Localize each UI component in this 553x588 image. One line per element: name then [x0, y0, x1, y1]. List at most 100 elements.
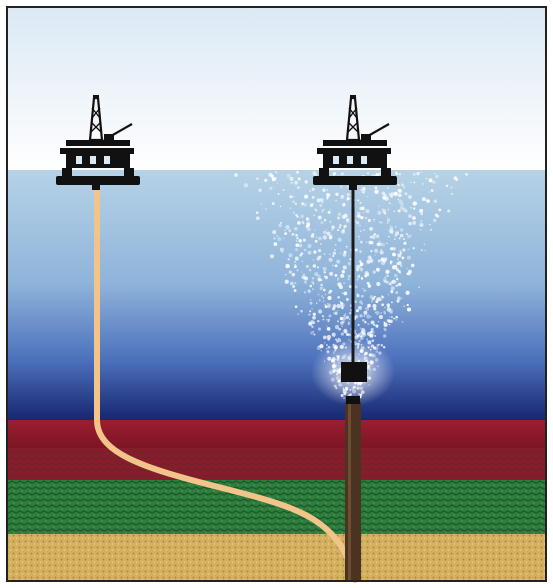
- gas-bubble: [374, 248, 379, 253]
- gas-bubble: [329, 220, 332, 223]
- gas-bubble: [403, 241, 407, 245]
- gas-bubble: [300, 214, 305, 219]
- gas-bubble: [395, 231, 400, 236]
- gas-bubble: [321, 201, 324, 204]
- gas-bubble: [358, 339, 361, 343]
- gas-bubble: [434, 213, 439, 217]
- rock-layer-red: [8, 420, 545, 450]
- gas-bubble: [360, 327, 362, 329]
- gas-bubble: [408, 221, 412, 226]
- gas-bubble: [412, 216, 416, 220]
- gas-bubble: [321, 211, 324, 213]
- gas-bubble: [312, 312, 316, 316]
- gas-bubble: [285, 274, 287, 276]
- gas-bubble: [341, 333, 343, 335]
- gas-bubble: [357, 275, 361, 279]
- gas-bubble: [389, 224, 392, 227]
- gas-bubble: [367, 172, 369, 175]
- gas-bubble: [341, 355, 346, 359]
- gas-bubble: [327, 318, 330, 321]
- gas-bubble: [387, 236, 389, 238]
- gas-bubble: [343, 397, 345, 399]
- gas-bubble: [311, 280, 314, 284]
- gas-bubble: [337, 237, 342, 242]
- gas-bubble: [373, 233, 376, 236]
- production-pipe: [94, 185, 358, 583]
- gas-bubble: [381, 303, 384, 307]
- gas-bubble: [357, 323, 360, 326]
- gas-bubble: [339, 285, 343, 290]
- gas-bubble: [332, 251, 337, 256]
- gas-bubble: [407, 234, 411, 239]
- gas-bubble: [293, 289, 297, 292]
- gas-bubble: [336, 303, 341, 309]
- gas-bubble: [326, 193, 331, 198]
- gas-bubble: [327, 337, 331, 341]
- wellhead-icon: [341, 362, 367, 404]
- gas-bubble: [367, 303, 371, 308]
- gas-bubble: [369, 360, 374, 365]
- gas-bubble: [327, 210, 331, 214]
- gas-bubble: [393, 317, 396, 320]
- gas-bubble: [289, 281, 294, 286]
- gas-bubble: [405, 233, 408, 236]
- gas-bubble: [390, 291, 393, 294]
- gas-bubble: [358, 332, 361, 336]
- gas-bubble: [320, 243, 322, 245]
- gas-bubble: [318, 327, 321, 331]
- gas-bubble: [309, 310, 312, 313]
- gas-bubble: [317, 319, 320, 323]
- gas-bubble: [374, 358, 379, 362]
- gas-bubble: [354, 220, 357, 223]
- gas-bubble: [338, 327, 341, 331]
- gas-bubble: [359, 393, 363, 397]
- gas-bubble: [345, 389, 348, 392]
- gas-bubble: [234, 173, 238, 177]
- gas-bubble: [265, 208, 267, 210]
- gas-bubble: [343, 329, 348, 334]
- gas-bubble: [377, 297, 382, 302]
- gas-bubble: [395, 315, 398, 319]
- gas-bubble: [301, 260, 304, 262]
- gas-bubble: [338, 226, 341, 229]
- gas-bubble: [373, 307, 377, 311]
- gas-bubble: [395, 319, 398, 321]
- gas-bubble: [358, 393, 360, 395]
- gas-bubble: [320, 283, 323, 287]
- gas-bubble: [391, 265, 397, 270]
- gas-bubble: [331, 229, 334, 231]
- gas-bubble: [342, 387, 344, 389]
- gas-bubble: [369, 333, 374, 338]
- gas-bubble: [390, 286, 395, 291]
- gas-bubble: [273, 242, 278, 246]
- gas-bubble: [366, 314, 371, 319]
- gas-bubble: [358, 353, 360, 355]
- gas-bubble: [306, 227, 311, 232]
- gas-bubble: [317, 266, 319, 269]
- gas-bubble: [326, 350, 330, 354]
- gas-bubble: [403, 305, 405, 307]
- gas-bubble: [421, 197, 426, 201]
- gas-bubble-plume: [234, 170, 469, 406]
- gas-bubble: [384, 306, 386, 309]
- gas-bubble: [396, 299, 400, 303]
- gas-bubble: [303, 291, 307, 294]
- gas-bubble: [363, 315, 366, 317]
- gas-bubble: [420, 219, 423, 223]
- gas-bubble: [296, 186, 300, 189]
- gas-bubble: [383, 211, 387, 215]
- gas-bubble: [302, 222, 305, 225]
- gas-bubble: [278, 223, 282, 228]
- gas-bubble: [390, 247, 394, 251]
- gas-bubble: [337, 379, 341, 383]
- gas-bubble: [322, 266, 327, 271]
- gas-bubble: [345, 245, 348, 248]
- gas-bubble: [413, 181, 416, 184]
- well-casing: [345, 402, 361, 580]
- gas-bubble: [339, 224, 342, 226]
- gas-bubble: [347, 274, 351, 278]
- gas-bubble: [393, 210, 396, 213]
- gas-bubble: [326, 189, 329, 191]
- gas-bubble: [295, 240, 298, 242]
- gas-bubble: [322, 286, 324, 288]
